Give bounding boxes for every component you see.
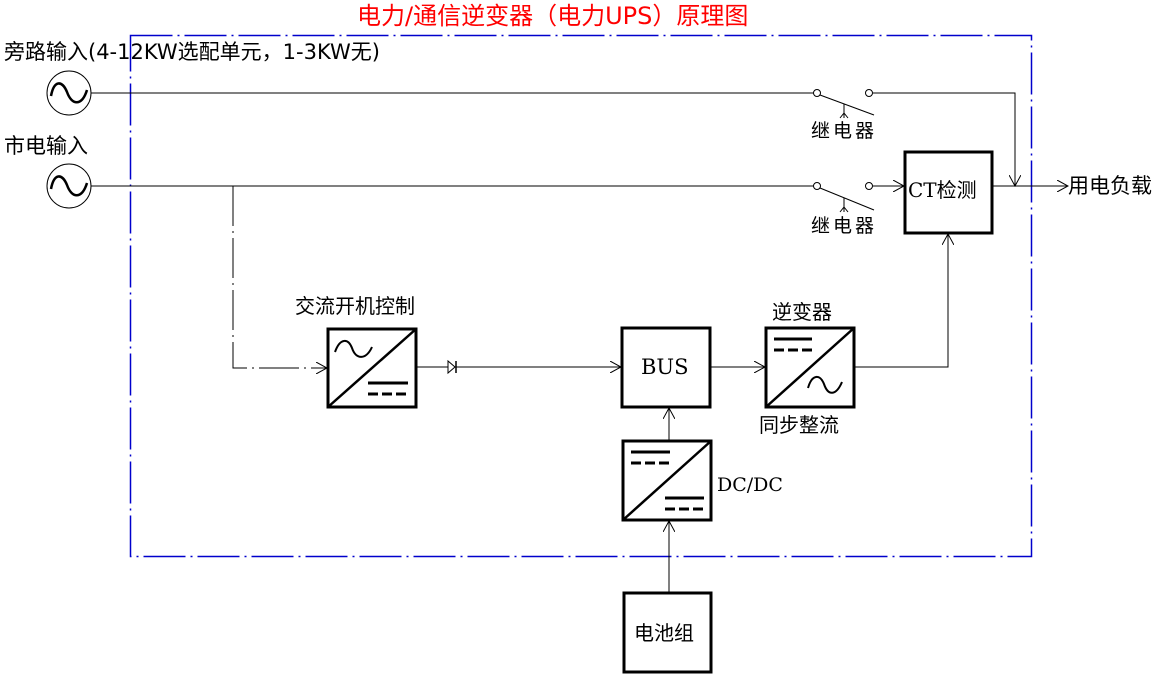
bypass-to-output-line: [873, 92, 1015, 186]
load-output-label: 用电负载: [1068, 174, 1152, 198]
unit-boundary: [129, 34, 1033, 558]
relay-label-bypass: 继电器: [811, 120, 878, 142]
battery-label: 电池组: [634, 621, 694, 645]
ac-control-converter-icon: [326, 327, 418, 409]
sync-rectifier-label: 同步整流: [759, 413, 839, 437]
mains-input-label: 市电输入: [4, 134, 88, 158]
ct-detect-label: CT检测: [908, 178, 977, 202]
diagram-title: 电力/通信逆变器（电力UPS）原理图: [357, 2, 749, 30]
battery-block: [622, 591, 713, 674]
bypass-input-label: 旁路输入(4-12KW选配单元，1-3KW无): [4, 40, 380, 64]
mains-ac-source-icon: [46, 163, 92, 209]
relay-switch-icon: [813, 89, 875, 119]
inverter-to-ct-line: [855, 234, 948, 368]
ac-control-label: 交流开机控制: [295, 294, 415, 318]
bus-label: BUS: [641, 355, 689, 379]
diode-icon: [447, 359, 457, 375]
relay-label-mains: 继电器: [811, 215, 878, 237]
bypass-ac-source-icon: [46, 70, 92, 116]
dcdc-converter-icon: [621, 439, 713, 522]
dcdc-label: DC/DC: [717, 474, 783, 496]
relay-switch-icon: [813, 182, 875, 213]
inverter-label: 逆变器: [772, 300, 832, 324]
inverter-converter-icon: [764, 326, 856, 409]
mains-branch-line: [232, 186, 327, 368]
